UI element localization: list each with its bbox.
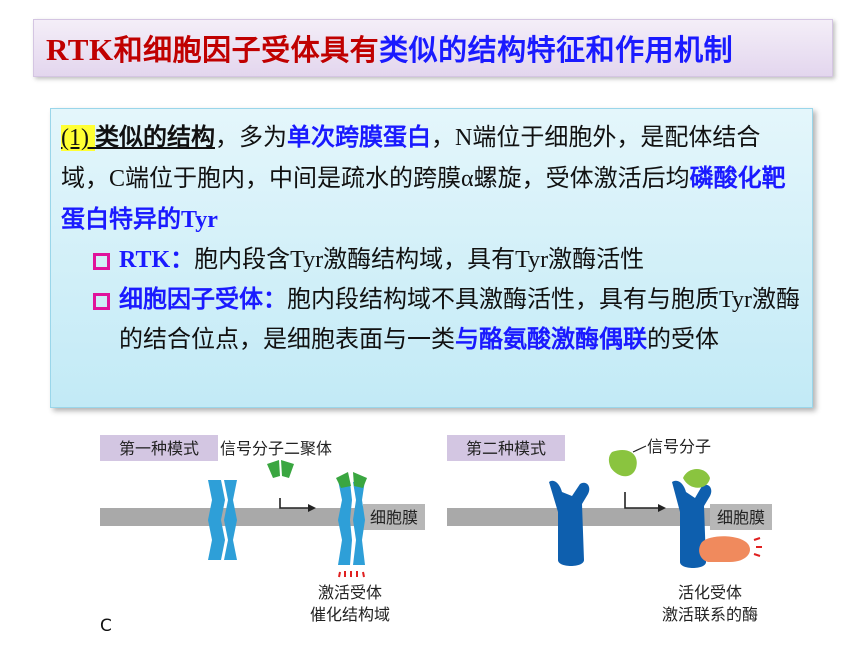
mode1-label-bg xyxy=(100,435,218,461)
text-4: 端位于细胞外，是配体结合域， xyxy=(61,123,761,192)
mode1-signal-label: 信号分子二聚体 xyxy=(220,439,332,458)
mode2-caption-line2: 激活联系的酶 xyxy=(662,605,758,624)
bullet-cytokine-t4: 的受体 xyxy=(647,325,719,353)
active-receptor-right xyxy=(353,480,365,565)
signal-pointer-line xyxy=(632,445,647,453)
highlight-tyr: Tyr xyxy=(181,207,218,233)
bullet-rtk-tyr2: Tyr xyxy=(515,247,549,273)
bound-signal-molecule xyxy=(683,469,710,488)
mode1-arrow-line xyxy=(279,498,308,509)
paragraph-1: (1) 类似的结构，多为单次跨膜蛋白，N端位于细胞外，是配体结合域，C端位于胞内… xyxy=(61,117,802,240)
bound-dimer-left xyxy=(336,472,351,488)
mode1-caption-line1: 激活受体 xyxy=(318,583,382,602)
square-bullet-icon xyxy=(93,253,110,270)
slide-title: RTK和细胞因子受体具有类似的结构特征和作用机制 xyxy=(46,27,733,69)
mode1-activation-sparks xyxy=(338,571,365,578)
receptor-diagram-svg: 第一种模式 信号分子二聚体 细胞膜 激活受体 催化结构域 第二种模式 xyxy=(100,435,772,624)
highlight-single-pass: 单次跨膜蛋白 xyxy=(286,123,431,151)
title-bar: RTK和细胞因子受体具有类似的结构特征和作用机制 xyxy=(33,19,833,77)
mode1-membrane-label: 细胞膜 xyxy=(370,508,418,527)
bullet-rtk-t1: 胞内段含 xyxy=(194,245,291,273)
associated-enzyme xyxy=(699,536,750,562)
bullet-cytokine: 细胞因子受体：胞内段结构域不具激酶活性，具有与胞质Tyr激酶的结合位点，是细胞表… xyxy=(61,280,802,359)
mode2-arrow-line xyxy=(624,492,658,509)
square-bullet-icon xyxy=(93,293,110,310)
bullet-rtk-label: RTK： xyxy=(119,247,195,273)
corner-letter: C xyxy=(100,616,112,636)
title-part1-latin: RTK xyxy=(46,32,114,67)
signal-dimer-right xyxy=(281,460,294,478)
text-c: C xyxy=(109,166,126,192)
bullet-cytokine-tyr: Tyr xyxy=(719,287,752,313)
signal-molecule xyxy=(608,449,637,477)
bound-dimer-right xyxy=(353,472,367,488)
title-part2: 类似的结构特征和作用机制 xyxy=(379,33,734,67)
bullet-cytokine-t3: 激酶的结合位点，是细胞表面与一类 xyxy=(119,285,800,353)
bullet-rtk: RTK：胞内段含Tyr激酶结构域，具有Tyr激酶活性 xyxy=(61,240,802,280)
text-2: ， xyxy=(430,123,455,151)
bullet-rtk-t5: 激酶活性 xyxy=(548,245,645,273)
mode2-label-bg xyxy=(447,435,565,461)
mode1-caption-line2: 催化结构域 xyxy=(310,605,390,624)
mode2-membrane-label-bg xyxy=(710,504,772,530)
bullet-rtk-tyr1: Tyr xyxy=(290,247,324,273)
bullet-list: RTK：胞内段含Tyr激酶结构域，具有Tyr激酶活性 细胞因子受体：胞内段结构域… xyxy=(61,240,802,359)
active-receptor-left xyxy=(338,480,352,565)
item-number: (1) xyxy=(61,125,95,151)
signal-dimer-left xyxy=(267,460,280,478)
mode2-label: 第二种模式 xyxy=(466,439,546,458)
text-8: 螺旋，受体激活后均 xyxy=(473,164,690,192)
highlight-tyrosine-kinase: 与酪氨酸激酶偶联 xyxy=(455,325,647,353)
mode2-caption-line1: 活化受体 xyxy=(678,583,742,602)
text-alpha: α xyxy=(461,166,474,192)
bullet-cytokine-t1: 胞内段结构域不具激酶活性，具有与胞质 xyxy=(287,285,719,313)
inactive-receptor-right xyxy=(224,480,237,560)
mode2-signal-label: 信号分子 xyxy=(647,437,711,456)
mode1-membrane-label-bg xyxy=(363,504,425,530)
text-n: N xyxy=(454,125,473,151)
title-part1-cjk: 和细胞因子受体具有 xyxy=(113,33,380,67)
text-6: 端位于胞内，中间是疏水的跨膜 xyxy=(125,164,462,192)
inactive-cytokine-receptor xyxy=(549,480,590,566)
item-heading: 类似的结构 xyxy=(94,123,215,151)
mode2-arrow-head xyxy=(658,504,666,512)
content-box: (1) 类似的结构，多为单次跨膜蛋白，N端位于细胞外，是配体结合域，C端位于胞内… xyxy=(50,108,813,408)
mode2-activation-sparks xyxy=(753,537,762,557)
highlight-phospho: 磷酸化靶蛋白特异的 xyxy=(61,164,786,233)
bullet-rtk-t3: 激酶结构域，具有 xyxy=(323,245,516,273)
bullet-cytokine-label: 细胞因子受体： xyxy=(119,285,287,313)
mode2-membrane-label: 细胞膜 xyxy=(717,508,765,527)
mode1-arrow-head xyxy=(308,504,316,512)
text-1: ，多为 xyxy=(214,123,287,151)
mode1-label: 第一种模式 xyxy=(119,439,199,458)
inactive-receptor-left xyxy=(208,480,225,560)
receptor-diagram: 第一种模式 信号分子二聚体 细胞膜 激活受体 催化结构域 第二种模式 xyxy=(80,420,780,640)
